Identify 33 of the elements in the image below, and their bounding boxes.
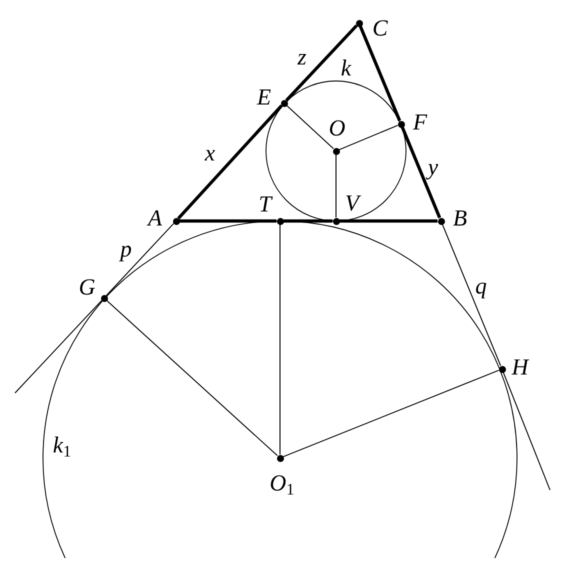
line-segment <box>106 300 278 456</box>
line-segment <box>338 124 398 150</box>
triangle-side <box>340 219 438 223</box>
triangle-side <box>358 26 402 122</box>
edge-label: z <box>298 46 306 68</box>
point-label: F <box>412 110 428 134</box>
line-segment <box>282 370 500 458</box>
triangle-side <box>400 126 442 218</box>
point-label: G <box>78 276 96 298</box>
point-label: A <box>148 206 162 230</box>
circle-label: k$_{1}$ <box>52 433 72 461</box>
edge-label: q <box>475 274 487 298</box>
circle-label: k <box>340 56 352 80</box>
edge-label: x <box>204 142 216 164</box>
line-segment <box>106 223 174 296</box>
triangle-side <box>285 24 358 102</box>
point-label: H <box>512 356 528 378</box>
point-label: O$_{1}$ <box>270 471 294 499</box>
line-segment <box>502 372 550 490</box>
line-segment <box>442 224 502 366</box>
triangle-side <box>284 219 332 223</box>
edge-label: p <box>120 238 132 260</box>
point-label: T <box>258 192 272 216</box>
triangle-side <box>180 219 276 223</box>
line-segment <box>286 104 334 150</box>
point-label: V <box>344 192 360 214</box>
point-label: O <box>328 116 346 140</box>
point-label: E <box>256 86 272 108</box>
triangle-side <box>177 104 283 220</box>
line-segment <box>14 300 102 394</box>
edge-label: y <box>428 156 438 178</box>
point-label: B <box>452 206 468 230</box>
point-label: C <box>372 16 388 40</box>
